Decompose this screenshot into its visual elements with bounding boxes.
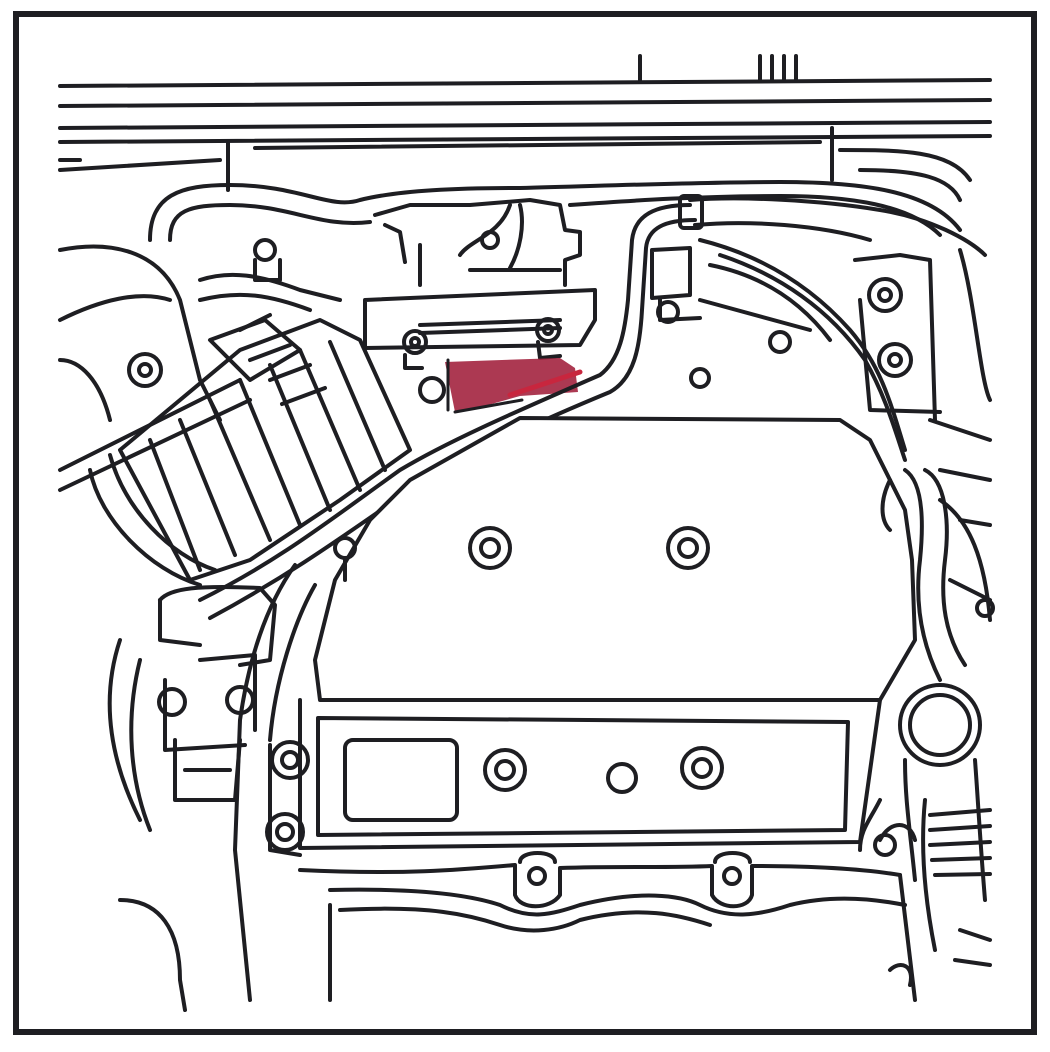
oil-filler-cap bbox=[898, 683, 987, 902]
top-pipes bbox=[58, 54, 992, 202]
intake-elbow-hose bbox=[118, 313, 412, 582]
engine-cover bbox=[265, 416, 917, 857]
left-bolts bbox=[198, 238, 342, 312]
lower-bracket bbox=[107, 536, 357, 1012]
upper-hose bbox=[148, 180, 962, 242]
highlighted-component bbox=[445, 358, 583, 414]
right-upper-bracket bbox=[650, 238, 992, 462]
right-side-hoses bbox=[880, 468, 995, 682]
lower-right-hose bbox=[858, 798, 992, 987]
lower-manifold bbox=[298, 851, 917, 1002]
diagram-frame bbox=[13, 11, 1037, 1035]
throttle-body bbox=[363, 198, 597, 404]
